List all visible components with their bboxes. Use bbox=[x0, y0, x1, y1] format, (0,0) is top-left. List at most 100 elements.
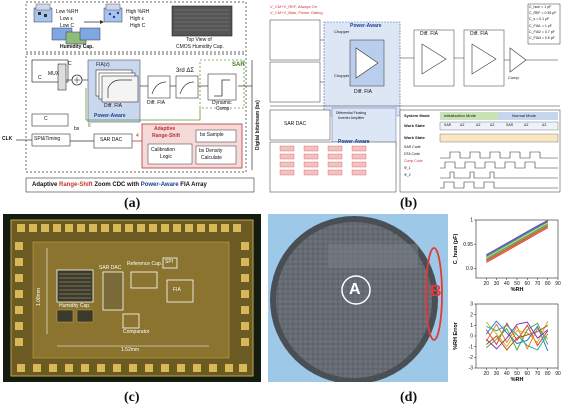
b-table-head-0: System Mode bbox=[404, 113, 430, 118]
y-tick-label: 3 bbox=[470, 302, 473, 308]
b-row-3: Φ_1 bbox=[404, 166, 411, 170]
b-state-6: ΔΣ bbox=[542, 123, 547, 127]
b-work-state: Work State bbox=[404, 123, 425, 128]
b-row-4: Φ_2 bbox=[404, 173, 411, 177]
y-tick-label: 1 bbox=[470, 323, 473, 329]
b-differential-2: Inverter Amplifier bbox=[338, 116, 365, 120]
series-line-2 bbox=[486, 222, 549, 259]
y-tick-label: -2 bbox=[469, 355, 474, 361]
x-tick-label: 40 bbox=[504, 371, 510, 377]
y-tick-label: 0.9 bbox=[466, 266, 473, 272]
third-ds-label: 3rd ΔΣ bbox=[176, 68, 195, 74]
b-top-left-2: V_CM+V_Bias, Power Gating bbox=[270, 10, 323, 15]
b-param-4: C_FIA2 = 0.7 pF bbox=[529, 30, 555, 34]
x-tick-label: 40 bbox=[504, 281, 510, 287]
x-tick-label: 30 bbox=[494, 281, 500, 287]
b-param-5: C_FIA3 = 0.5 pF bbox=[529, 36, 555, 40]
humidity-cap-stack-icon bbox=[51, 27, 101, 45]
x-tick-label: 80 bbox=[545, 281, 551, 287]
caption-part5: FIA Array bbox=[180, 182, 207, 188]
series-line-6 bbox=[486, 324, 549, 351]
series-line-7 bbox=[485, 324, 549, 351]
b-diff-fia-1: Diff. FIA bbox=[354, 89, 372, 95]
series-line-0 bbox=[486, 227, 549, 263]
panel-a-label: (a) bbox=[124, 196, 141, 211]
series-line-6 bbox=[486, 223, 549, 260]
humidity-cap-caption: Humidity Cap. bbox=[60, 44, 94, 50]
y-tick-label: -3 bbox=[469, 366, 474, 372]
logic-label: Logic bbox=[160, 154, 172, 160]
x-tick-label: 30 bbox=[494, 371, 500, 377]
high-er-text: High ε bbox=[130, 16, 144, 22]
x-tick-label: 70 bbox=[535, 371, 541, 377]
mux-block bbox=[57, 63, 67, 91]
b-work-state-2: Work State bbox=[404, 135, 425, 140]
c-fia: FIA bbox=[173, 287, 181, 293]
c-dim-h: 1.52mm bbox=[121, 347, 140, 353]
y-tick-label: 2 bbox=[470, 312, 473, 318]
caption-part4: Power-Aware bbox=[140, 182, 179, 188]
b-param-0: C_hum = 1 pF bbox=[529, 5, 552, 9]
bs-label: bs bbox=[74, 126, 80, 132]
low-chum-text: Low C bbox=[60, 23, 75, 29]
series-line-2 bbox=[485, 320, 549, 348]
cmos-title: Top View of bbox=[186, 37, 212, 43]
panel-b: V_CM+V_REF, Always On V_CM+V_Bias, Power… bbox=[264, 0, 564, 196]
y-tick-label: 0.95 bbox=[463, 242, 473, 248]
high-rh-text: High %RH bbox=[126, 9, 150, 15]
b-sar-dac: SAR DAC bbox=[284, 121, 307, 127]
y-axis-label: C_hum (pF) bbox=[453, 234, 459, 265]
marker-a-circle bbox=[341, 275, 371, 305]
series-line-0 bbox=[485, 322, 549, 347]
spi-label: SPI&Timing bbox=[34, 136, 61, 142]
y-tick-label: 1 bbox=[470, 218, 473, 224]
c-reference-cap: Reference Cap. bbox=[127, 261, 163, 267]
caption-part2: Range-Shift bbox=[59, 182, 93, 188]
fia-tf-label: FIA(z) bbox=[96, 62, 110, 68]
marker-a-label: A bbox=[349, 281, 361, 298]
b-top-left: V_CM+V_REF, Always On bbox=[270, 4, 318, 9]
b-chopper-2: Chopper bbox=[334, 73, 350, 78]
b-param-1: C_REF = 0.35 pF bbox=[529, 11, 557, 15]
b-comp: Comp. bbox=[508, 75, 520, 80]
b-diff-fia-3: Diff. FIA bbox=[470, 31, 488, 37]
x-tick-label: 20 bbox=[483, 281, 489, 287]
b-state-0: SAR bbox=[444, 123, 452, 127]
humidity-cap-low-icon bbox=[33, 3, 53, 23]
cref-label: C bbox=[44, 116, 48, 122]
series-line-3 bbox=[485, 322, 549, 352]
clk-label: CLK bbox=[2, 136, 13, 142]
x-tick-label: 70 bbox=[535, 281, 541, 287]
sar-dac-label: SAR DAC bbox=[100, 137, 123, 143]
panel-a-diagram bbox=[16, 1, 255, 193]
x-tick-label: 80 bbox=[545, 371, 551, 377]
series-line-4 bbox=[485, 320, 549, 352]
marker-b-label: B bbox=[430, 283, 442, 300]
cmos-top-view-icon bbox=[171, 5, 233, 37]
b-table-head-1: Initialization Mode bbox=[444, 113, 477, 118]
series-line-5 bbox=[486, 220, 549, 256]
x-axis-label: %RH bbox=[511, 287, 524, 293]
c-comparator: Comparator bbox=[123, 329, 150, 335]
panel-d-label: (d) bbox=[400, 390, 418, 405]
b-state-2: ΔΣ bbox=[476, 123, 481, 127]
series-line-1 bbox=[485, 323, 549, 350]
b-row-2: Comp Code bbox=[404, 159, 423, 163]
calibration-label: Calibration bbox=[151, 147, 175, 153]
y-tick-label: -1 bbox=[469, 344, 474, 350]
y-axis-label: %RH Error bbox=[453, 321, 459, 350]
humidity-arrow-icon bbox=[84, 20, 104, 24]
series-line-3 bbox=[486, 221, 549, 258]
caption-part3: Zoom CDC with bbox=[94, 182, 140, 188]
humidity-cap-high-icon bbox=[103, 3, 123, 23]
adaptive-label: Adaptive bbox=[154, 126, 176, 132]
sar-label: SAR bbox=[232, 62, 245, 68]
b-state-3: ΔΣ bbox=[490, 123, 495, 127]
c-dim-v: 1.08mm bbox=[36, 287, 42, 306]
b-diff-fia-2: Diff. FIA bbox=[420, 31, 438, 37]
x-tick-label: 60 bbox=[524, 281, 530, 287]
caption-part1: Adaptive bbox=[32, 182, 58, 188]
high-chum-text: High C bbox=[130, 23, 146, 29]
series-line-1 bbox=[486, 224, 549, 261]
